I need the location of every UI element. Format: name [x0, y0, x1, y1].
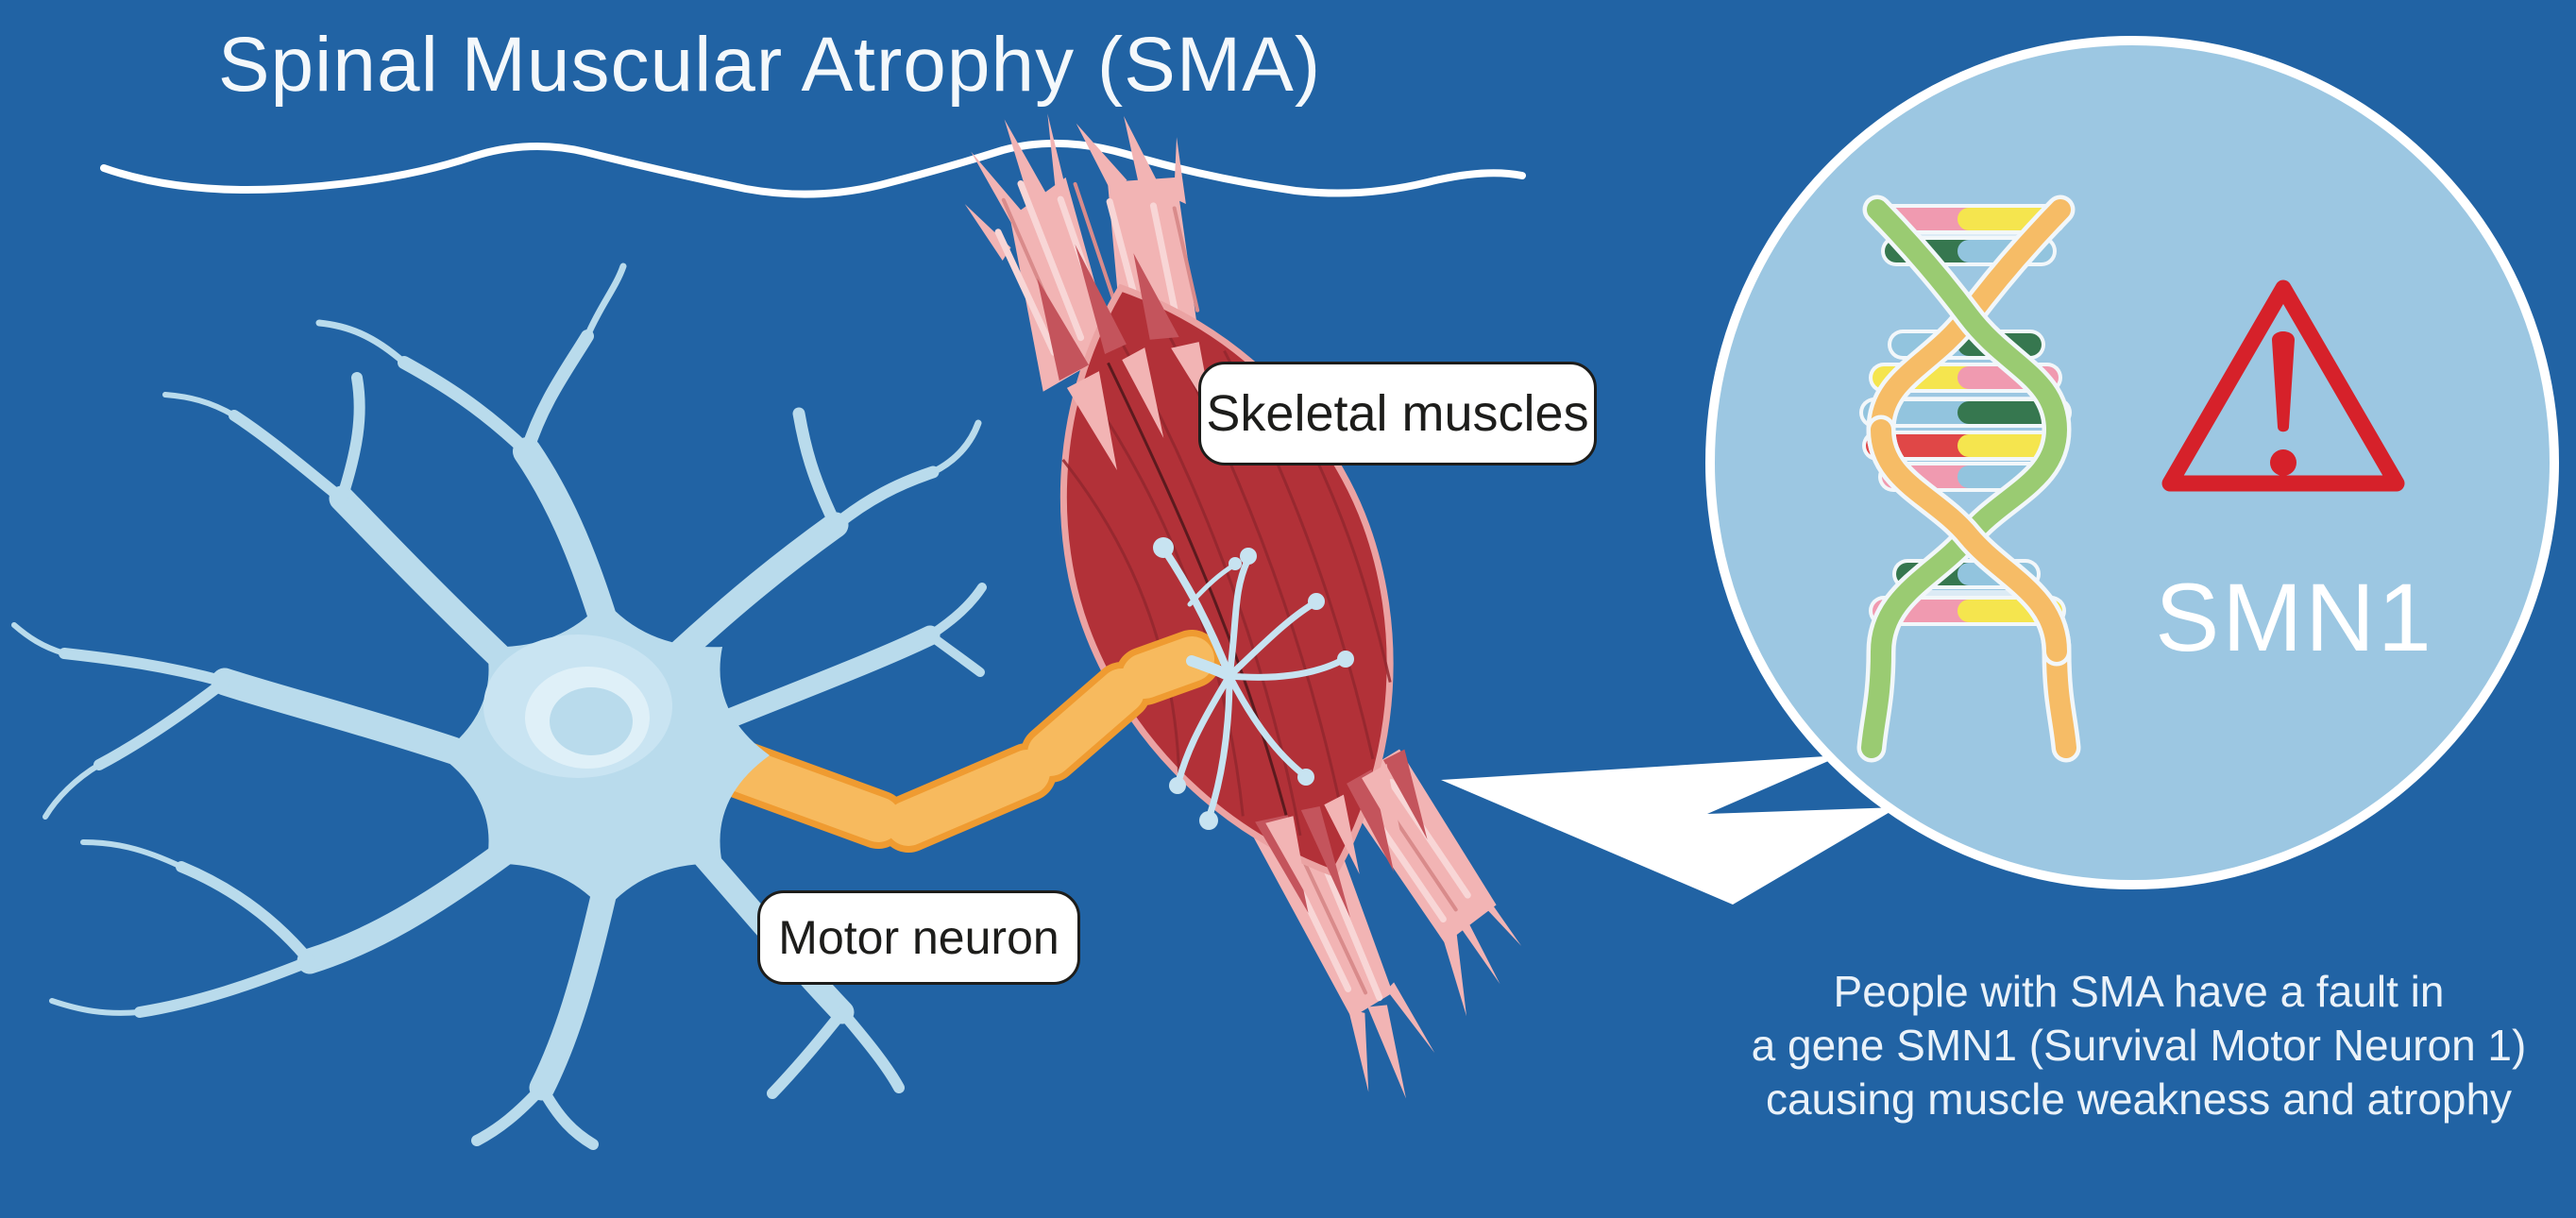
neuron-soma: [439, 600, 770, 911]
description-line-2: a gene SMN1 (Survival Motor Neuron 1): [1751, 1021, 2527, 1070]
axon-myelin-segments: [688, 630, 1221, 853]
page-title: Spinal Muscular Atrophy (SMA): [217, 22, 1322, 108]
muscle-tendon-transition: [1037, 244, 1428, 919]
label-skeletal-muscles: Skeletal muscles: [1198, 362, 1597, 465]
description-line-1: People with SMA have a fault in: [1833, 967, 2445, 1016]
title-underline-wave: [100, 139, 1526, 198]
label-motor-neuron-text: Motor neuron: [778, 911, 1059, 964]
dna-icon: [1856, 195, 2081, 763]
neuron-nucleus: [483, 634, 672, 778]
description-line-3: causing muscle weakness and atrophy: [1765, 1074, 2513, 1124]
label-skeletal-muscles-text: Skeletal muscles: [1206, 385, 1589, 442]
magnifier-circle: [1705, 36, 2559, 889]
neuromuscular-junction-terminals: [1153, 537, 1354, 830]
description-text: People with SMA have a fault in a gene S…: [1719, 965, 2559, 1126]
gene-name-smn1: SMN1: [2155, 564, 2434, 671]
label-motor-neuron: Motor neuron: [757, 890, 1080, 985]
warning-icon: [2161, 279, 2405, 492]
magnifier-pointer-tail: [1441, 755, 1898, 905]
